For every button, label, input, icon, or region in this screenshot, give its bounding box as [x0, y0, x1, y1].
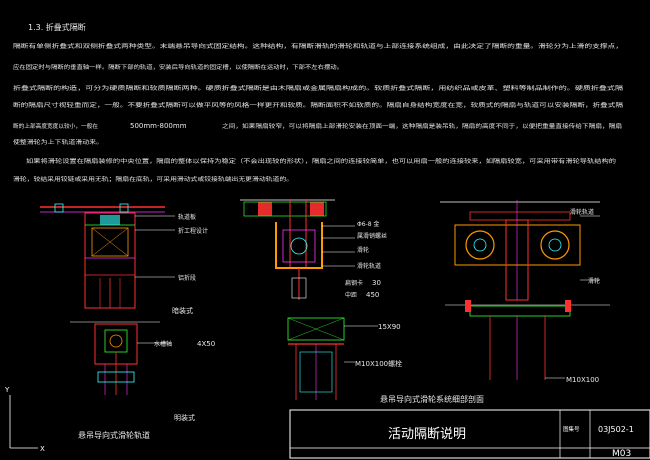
label-450: 450 [366, 291, 379, 299]
paragraph-6: 使整滑轮为上下轨道滑动来。 [13, 138, 103, 146]
label-right-m10: M10X100 [566, 376, 599, 384]
label-engineering: 折工程设计 [178, 227, 208, 235]
detail-center: Φ6-8 金 属滑销螺丝 滑轮 滑轮轨道 扁钢卡 30 中距 450 15X90… [240, 199, 402, 400]
label-aluminum: 铝折段 [178, 274, 196, 282]
title-block-title: 活动隔断说明 [388, 427, 466, 442]
paragraph-8: 滑轮，较结采用铰链或采用无轨；隔扇在底轨，可采用滑动式或铰接轨端出无更滑动轨道的… [13, 175, 293, 183]
label-right-pulley: 滑轮 [588, 277, 600, 285]
page-number: M03 [612, 449, 631, 459]
paragraph-3: 折叠式隔断的构造，可分为硬质隔断和软质隔断两种。硬质折叠式隔断是由木隔扇或金属隔… [13, 84, 624, 92]
paragraph-5a: 断的上部高度宽度以较小，一般在 [13, 122, 98, 130]
drawing-number: 03J502-1 [598, 425, 634, 434]
svg-text:X: X [40, 445, 45, 453]
detail-left-title: 悬吊导向式滑轮轨道 [78, 430, 150, 440]
svg-text:Y: Y [4, 386, 10, 394]
label-pulley: 滑轮 [357, 246, 369, 254]
label-30: 30 [372, 279, 381, 287]
detail-right: 滑轮轨道 滑轮 M10X100 悬吊导向式滑轮系统细部剖面 [380, 200, 610, 404]
paragraph-7: 如果将滑轮设置在隔扇装修的中央位置，隔扇的整体以保持为稳定（不会出现较的形状），… [26, 157, 617, 165]
title-block: 活动隔断说明 图集号 03J502-1 M03 [289, 409, 650, 459]
label-m10-bolt: M10X100螺栓 [355, 359, 402, 368]
label-screw: 属滑销螺丝 [357, 232, 387, 240]
label-spacing: 中距 [345, 291, 357, 299]
caption-concealed: 暗装式 [172, 306, 193, 315]
section-heading: 1.3. 折叠式隔断 [28, 22, 86, 32]
paragraph-5b: 之间，如果隔扇较窄，可以将隔扇上部滑轮安装在顶面一端，这种隔扇是装吊轨，隔扇的高… [222, 122, 622, 130]
label-right-track: 滑轮轨道 [570, 208, 594, 216]
label-guide-plate: 轨道板 [178, 213, 196, 221]
detail-right-title: 悬吊导向式滑轮系统细部剖面 [380, 394, 484, 404]
label-15x90: 15X90 [378, 323, 401, 331]
paragraph-1: 隔断有单侧折叠式和双侧折叠式两种类型。末端悬吊导向式固定结构。这种结构，有隔断滑… [13, 42, 623, 50]
label-4x50: 4X50 [197, 340, 215, 348]
ucs-axis-icon: Y X [4, 386, 45, 453]
caption-exposed: 明装式 [174, 413, 195, 422]
label-water-groove: 水槽轴 [154, 340, 172, 348]
paragraph-2: 应在固定时与隔断的垂直轴一样。隔断下部的轨道，安装后导向轨道的固定槽，以使隔断在… [13, 63, 343, 71]
paragraph-4: 断的隔扇尺寸视轻重而定，一般。不要折叠式隔断可以做平风等的风格一样更开和软质。隔… [13, 101, 624, 109]
detail-left: 轨道板 折工程设计 铝折段 暗装式 水槽轴 4X50 明装式 悬吊导向式滑轮轨道 [40, 203, 215, 440]
title-block-label-no: 图集号 [563, 425, 580, 433]
label-flat-steel: 扁钢卡 [345, 279, 363, 287]
size-range: 500mm-800mm [130, 122, 187, 130]
label-pulley-track: 滑轮轨道 [357, 262, 381, 270]
label-screw-size: Φ6-8 金 [357, 220, 379, 228]
